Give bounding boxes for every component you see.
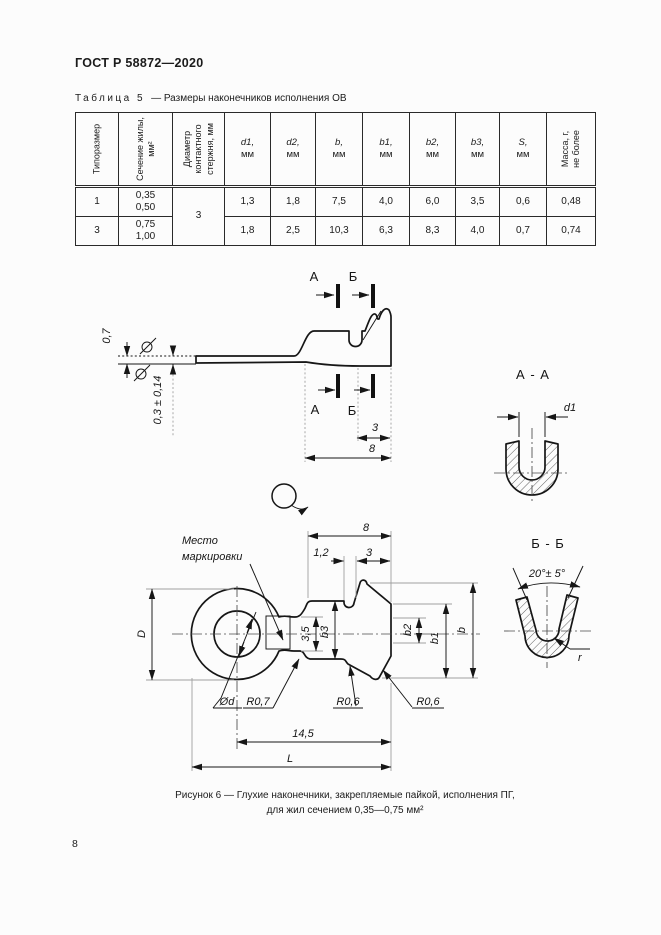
standard-number: ГОСТ Р 58872—2020	[75, 56, 204, 70]
dim-b3: b3	[319, 625, 331, 638]
table-title-text: — Размеры наконечников исполнения ОВ	[151, 93, 347, 104]
cell-b2: 6,0	[409, 186, 456, 217]
col-d2: d2,мм	[270, 112, 316, 188]
dim-3-5: 3,5	[300, 625, 312, 641]
section-label-a-top: А	[310, 269, 319, 284]
dim-8: 8	[363, 522, 370, 534]
col-b1: b1,мм	[362, 112, 410, 188]
col-b: b,мм	[315, 112, 363, 188]
dim-8: 8	[369, 443, 376, 455]
cell-rod-diameter: 3	[172, 186, 225, 246]
col-b2: b2,мм	[409, 112, 456, 188]
dim-b2: b2	[402, 624, 414, 636]
cell-mass: 0,74	[546, 216, 596, 246]
section-a-a-title: А - А	[516, 367, 550, 382]
dimensions-table: Типоразмер Сечение жилы, мм² Диаметр кон…	[75, 112, 596, 246]
cell-b3: 3,5	[455, 186, 500, 217]
section-a-a: А - А d1	[494, 367, 576, 504]
dim-b: b	[456, 627, 468, 633]
lug-side-outline	[195, 307, 392, 367]
radius-leader	[553, 637, 590, 650]
cell-b1: 4,0	[362, 186, 410, 217]
figure-caption-line2: для жил сечением 0,35—0,75 мм²	[266, 805, 424, 816]
figure-caption: Рисунок 6 — Глухие наконечники, закрепля…	[80, 788, 610, 818]
section-label-a-bottom: А	[311, 402, 320, 417]
dim-r07: R0,7	[246, 696, 270, 708]
side-view: 0,7 0,3 ± 0,14 А Б А Б 3 8	[101, 269, 392, 462]
dim-L: L	[287, 753, 293, 765]
dim-0-7: 0,7	[101, 327, 113, 343]
dim-r06-left: R0,6	[336, 696, 360, 708]
cell-d2: 2,5	[270, 216, 316, 246]
marking-label-line1: Место	[182, 535, 218, 547]
section-label-b-top: Б	[349, 269, 358, 284]
page-number: 8	[72, 838, 78, 850]
dim-3: 3	[366, 547, 373, 559]
col-d1: d1,мм	[224, 112, 271, 188]
dim-angle: 20°± 5°	[528, 568, 566, 580]
table-title-word: Таблица 5	[75, 93, 146, 104]
cell-d1: 1,8	[224, 216, 271, 246]
marking-area	[265, 615, 291, 650]
lug-plan-outline	[190, 579, 392, 681]
cell-size: 1	[75, 186, 119, 217]
cell-d1: 1,3	[224, 186, 271, 217]
table-row: 3 0,75 1,00 1,8 2,5 10,3 6,3 8,3 4,0 0,7…	[75, 216, 596, 246]
col-tiporazmer: Типоразмер	[75, 112, 119, 188]
cell-b: 10,3	[315, 216, 363, 246]
angle-dimension	[512, 565, 584, 601]
technical-drawing: 0,7 0,3 ± 0,14 А Б А Б 3 8 А - А d1	[101, 269, 591, 771]
cell-b3: 4,0	[455, 216, 500, 246]
cell-section: 0,75 1,00	[118, 216, 173, 246]
cell-size: 3	[75, 216, 119, 246]
cell-section: 0,35 0,50	[118, 186, 173, 217]
col-sechenie: Сечение жилы, мм²	[118, 112, 173, 188]
figure-caption-line1: Рисунок 6 — Глухие наконечники, закрепля…	[175, 790, 515, 801]
leader-lines	[212, 611, 444, 709]
cell-b2: 8,3	[409, 216, 456, 246]
cell-s: 0,6	[499, 186, 547, 217]
dim-D: D	[136, 630, 148, 638]
table-row: 1 0,35 0,50 3 1,3 1,8 7,5 4,0 6,0 3,5 0,…	[75, 186, 596, 246]
marking-label-line2: маркировки	[182, 551, 242, 563]
cell-mass: 0,48	[546, 186, 596, 217]
u-cross-section	[505, 440, 559, 496]
dim-1-2: 1,2	[313, 547, 328, 559]
dim-hole-diameter: Ød	[219, 696, 236, 708]
plan-view: Место маркировки	[136, 522, 480, 771]
cell-b: 7,5	[315, 186, 363, 217]
col-s: S,мм	[499, 112, 547, 188]
fold-line	[362, 310, 382, 341]
dim-d1: d1	[564, 402, 576, 414]
edge-symbol	[133, 337, 157, 382]
section-b-b: Б - Б 20°± 5° r	[504, 536, 591, 668]
col-b3: b3,мм	[455, 112, 500, 188]
rotated-view-icon	[271, 483, 309, 516]
marking-leader	[249, 563, 284, 641]
cell-s: 0,7	[499, 216, 547, 246]
table-title: Таблица 5 — Размеры наконечников исполнен…	[75, 93, 347, 104]
section-label-b-bottom: Б	[348, 403, 357, 418]
section-b-b-title: Б - Б	[531, 536, 565, 551]
table-header-row: Типоразмер Сечение жилы, мм² Диаметр кон…	[75, 112, 596, 188]
cell-b1: 6,3	[362, 216, 410, 246]
cell-d2: 1,8	[270, 186, 316, 217]
dim-b1: b1	[429, 632, 441, 644]
section-marks	[316, 284, 375, 398]
dim-r06-right: R0,6	[416, 696, 440, 708]
dimension-lines	[123, 342, 392, 462]
dim-14-5: 14,5	[292, 728, 314, 740]
dim-0-3-tol: 0,3 ± 0,14	[152, 376, 164, 425]
col-diametr: Диаметр контактного стержня, мм	[172, 112, 225, 188]
dimension-lines	[497, 412, 568, 437]
dim-3: 3	[372, 422, 379, 434]
construction-lines	[118, 355, 392, 462]
extension-lines	[146, 531, 478, 771]
dimension-lines	[148, 532, 477, 771]
col-massa: Масса, г, не более	[546, 112, 596, 188]
dim-r: r	[578, 652, 583, 664]
